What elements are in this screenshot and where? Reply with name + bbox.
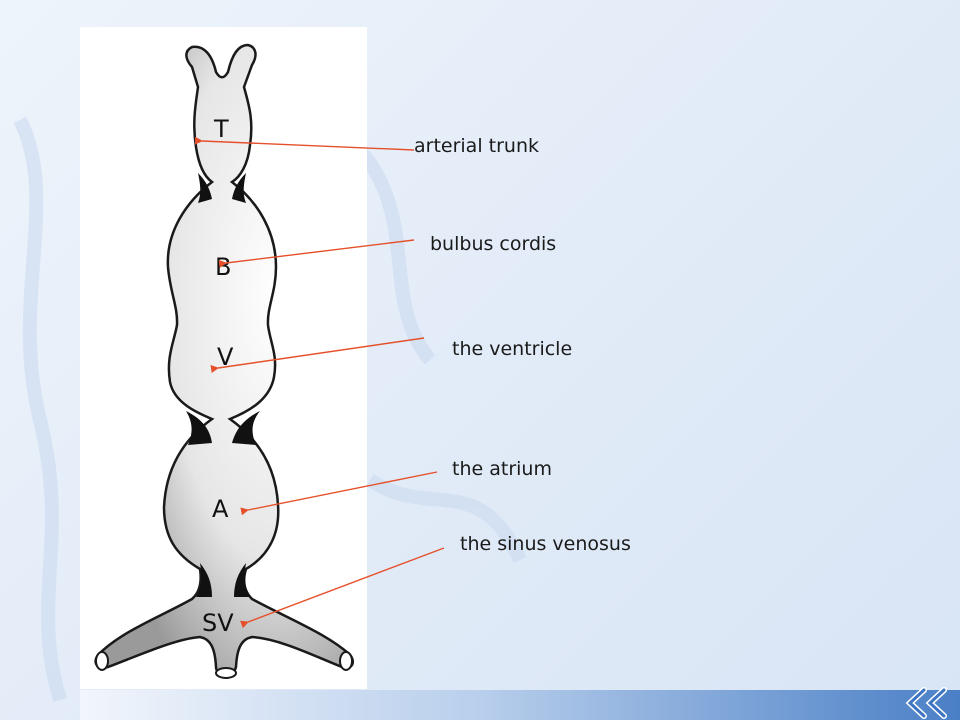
chevron-left-icon[interactable] bbox=[900, 686, 960, 720]
arrow-ventricle bbox=[210, 337, 425, 373]
constriction-shadow-lower bbox=[196, 563, 212, 597]
vessel-opening-bottom bbox=[215, 667, 237, 679]
footer-bar bbox=[80, 690, 960, 720]
vessel-opening-left bbox=[95, 651, 109, 671]
label-ventricle: the ventricle bbox=[452, 338, 573, 360]
arrow-atrium bbox=[240, 471, 438, 516]
arrow-arterial-trunk bbox=[194, 136, 415, 151]
region-letter-atrium: A bbox=[212, 495, 229, 523]
label-bulbus-cordis: bulbus cordis bbox=[430, 233, 557, 255]
label-atrium: the atrium bbox=[452, 458, 552, 480]
vessel-opening-right bbox=[339, 651, 353, 671]
label-sinus-venosus: the sinus venosus bbox=[460, 533, 631, 555]
heart-tube-outline bbox=[94, 43, 355, 676]
region-letter-sinus: SV bbox=[202, 609, 234, 637]
figure-panel: T B V A SV bbox=[80, 27, 367, 689]
region-letter-trunk: T bbox=[213, 115, 229, 143]
label-arterial-trunk: arterial trunk bbox=[414, 135, 539, 157]
arrow-sinus-venosus bbox=[240, 547, 445, 629]
constriction-shadow-middle bbox=[186, 411, 212, 445]
constriction-shadow-upper bbox=[198, 173, 212, 203]
region-letter-ventricle: V bbox=[217, 343, 234, 371]
heart-tube-drawing: T B V A SV bbox=[94, 43, 355, 679]
arrow-bulbus-cordis bbox=[218, 239, 415, 268]
